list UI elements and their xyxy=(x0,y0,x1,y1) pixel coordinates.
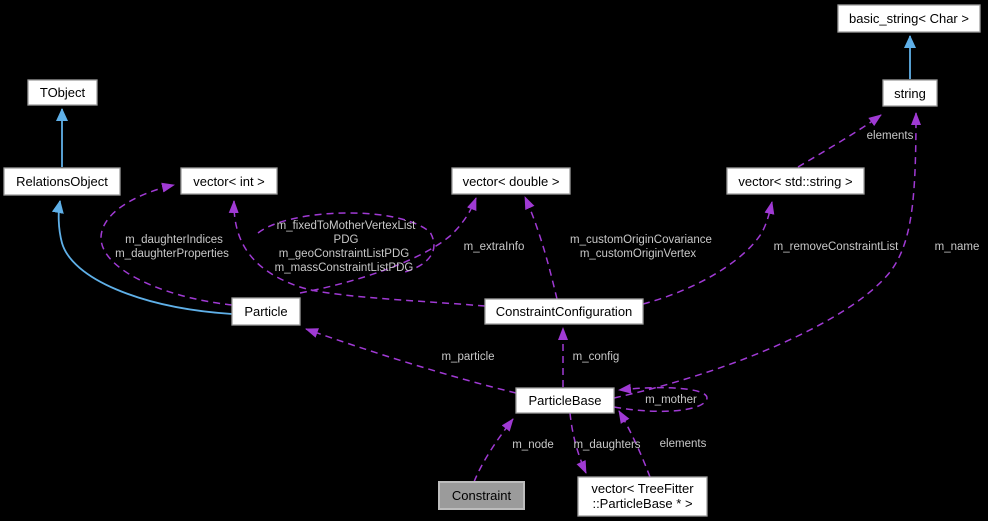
node-particle-label: Particle xyxy=(244,304,287,319)
edge-label-mname: m_name xyxy=(935,241,980,253)
node-vector-treefitter-particlebase-line1: vector< TreeFitter xyxy=(591,481,694,496)
edge-constraintconfig-vectorstring-removeconstraintlist xyxy=(642,201,775,305)
node-vector-double-label: vector< double > xyxy=(463,174,560,189)
node-constraintconfiguration[interactable]: ConstraintConfiguration xyxy=(484,298,644,325)
edge-label-mnode: m_node xyxy=(512,439,554,451)
edge-constraintconfig-vectorint-pdg-loop xyxy=(257,212,435,273)
edge-particlebase-self-mmother xyxy=(613,383,708,413)
edge-label-customorigin-covariance: m_customOriginCovariance xyxy=(570,234,712,246)
edge-label-pdg-1: m_fixedToMotherVertexList xyxy=(277,220,417,232)
edge-label-elements-string: elements xyxy=(867,130,914,142)
edge-label-mdaughters: m_daughters xyxy=(573,439,640,451)
node-relationsobject[interactable]: RelationsObject xyxy=(3,167,121,196)
node-constraint[interactable]: Constraint xyxy=(438,481,525,510)
edge-label-elements-particlebase: elements xyxy=(660,438,707,450)
node-particlebase-label: ParticleBase xyxy=(529,393,602,408)
node-tobject-label: TObject xyxy=(40,85,86,100)
node-vector-double[interactable]: vector< double > xyxy=(451,167,571,195)
node-vector-int[interactable]: vector< int > xyxy=(180,167,278,195)
edge-label-extrainfo: m_extraInfo xyxy=(464,241,525,253)
edge-vectortf-particlebase-elements xyxy=(618,410,651,478)
edge-particlebase-string-name xyxy=(613,112,921,399)
node-vector-std-string[interactable]: vector< std::string > xyxy=(726,167,865,195)
edge-label-daughter-indices: m_daughterIndices xyxy=(125,234,223,246)
edge-label-removeconstraintlist: m_removeConstraintList xyxy=(774,241,899,253)
edge-label-mparticle: m_particle xyxy=(441,351,494,363)
node-tobject[interactable]: TObject xyxy=(27,79,98,106)
node-vector-treefitter-particlebase[interactable]: vector< TreeFitter ::ParticleBase * > xyxy=(577,476,708,517)
node-vector-int-label: vector< int > xyxy=(193,174,265,189)
edge-particlebase-vectortf-mdaughters xyxy=(569,412,587,474)
edge-label-mconfig: m_config xyxy=(573,351,620,363)
node-vector-std-string-label: vector< std::string > xyxy=(738,174,852,189)
node-basic-string-label: basic_string< Char > xyxy=(849,11,969,26)
edge-constraintconfig-vectorint-pdg xyxy=(228,200,486,307)
edge-constraint-particlebase-mnode xyxy=(473,418,514,483)
edge-constraintconfig-vectordouble-customorigin xyxy=(524,196,558,300)
node-basic-string[interactable]: basic_string< Char > xyxy=(837,4,981,33)
node-constraintconfiguration-label: ConstraintConfiguration xyxy=(496,304,633,319)
edge-label-pdg-2: PDG xyxy=(334,234,359,246)
node-string-label: string xyxy=(894,86,926,101)
node-constraint-label: Constraint xyxy=(452,488,512,503)
node-vector-treefitter-particlebase-line2: ::ParticleBase * > xyxy=(592,496,692,511)
node-particle[interactable]: Particle xyxy=(231,297,301,326)
edge-inherit-particle-relationsobject xyxy=(51,200,233,315)
edge-vectorstring-string-elements xyxy=(797,114,882,168)
edge-particle-vectordouble-extrainfo xyxy=(299,197,477,294)
node-string[interactable]: string xyxy=(882,79,938,107)
node-relationsobject-label: RelationsObject xyxy=(16,174,108,189)
nodes: TObject RelationsObject vector< int > ve… xyxy=(3,4,981,517)
node-particlebase[interactable]: ParticleBase xyxy=(515,387,615,414)
edge-labels: m_daughterIndices m_daughterProperties m… xyxy=(115,130,979,451)
edge-label-daughter-properties: m_daughterProperties xyxy=(115,248,229,260)
edge-label-pdg-3: m_geoConstraintListPDG xyxy=(279,248,409,260)
edge-label-customorigin-vertex: m_customOriginVertex xyxy=(580,248,697,260)
edge-particlebase-particle-mparticle xyxy=(305,328,517,394)
edge-label-mmother: m_mother xyxy=(645,394,697,406)
edge-label-pdg-4: m_massConstraintListPDG xyxy=(275,262,414,274)
edges xyxy=(51,35,921,483)
